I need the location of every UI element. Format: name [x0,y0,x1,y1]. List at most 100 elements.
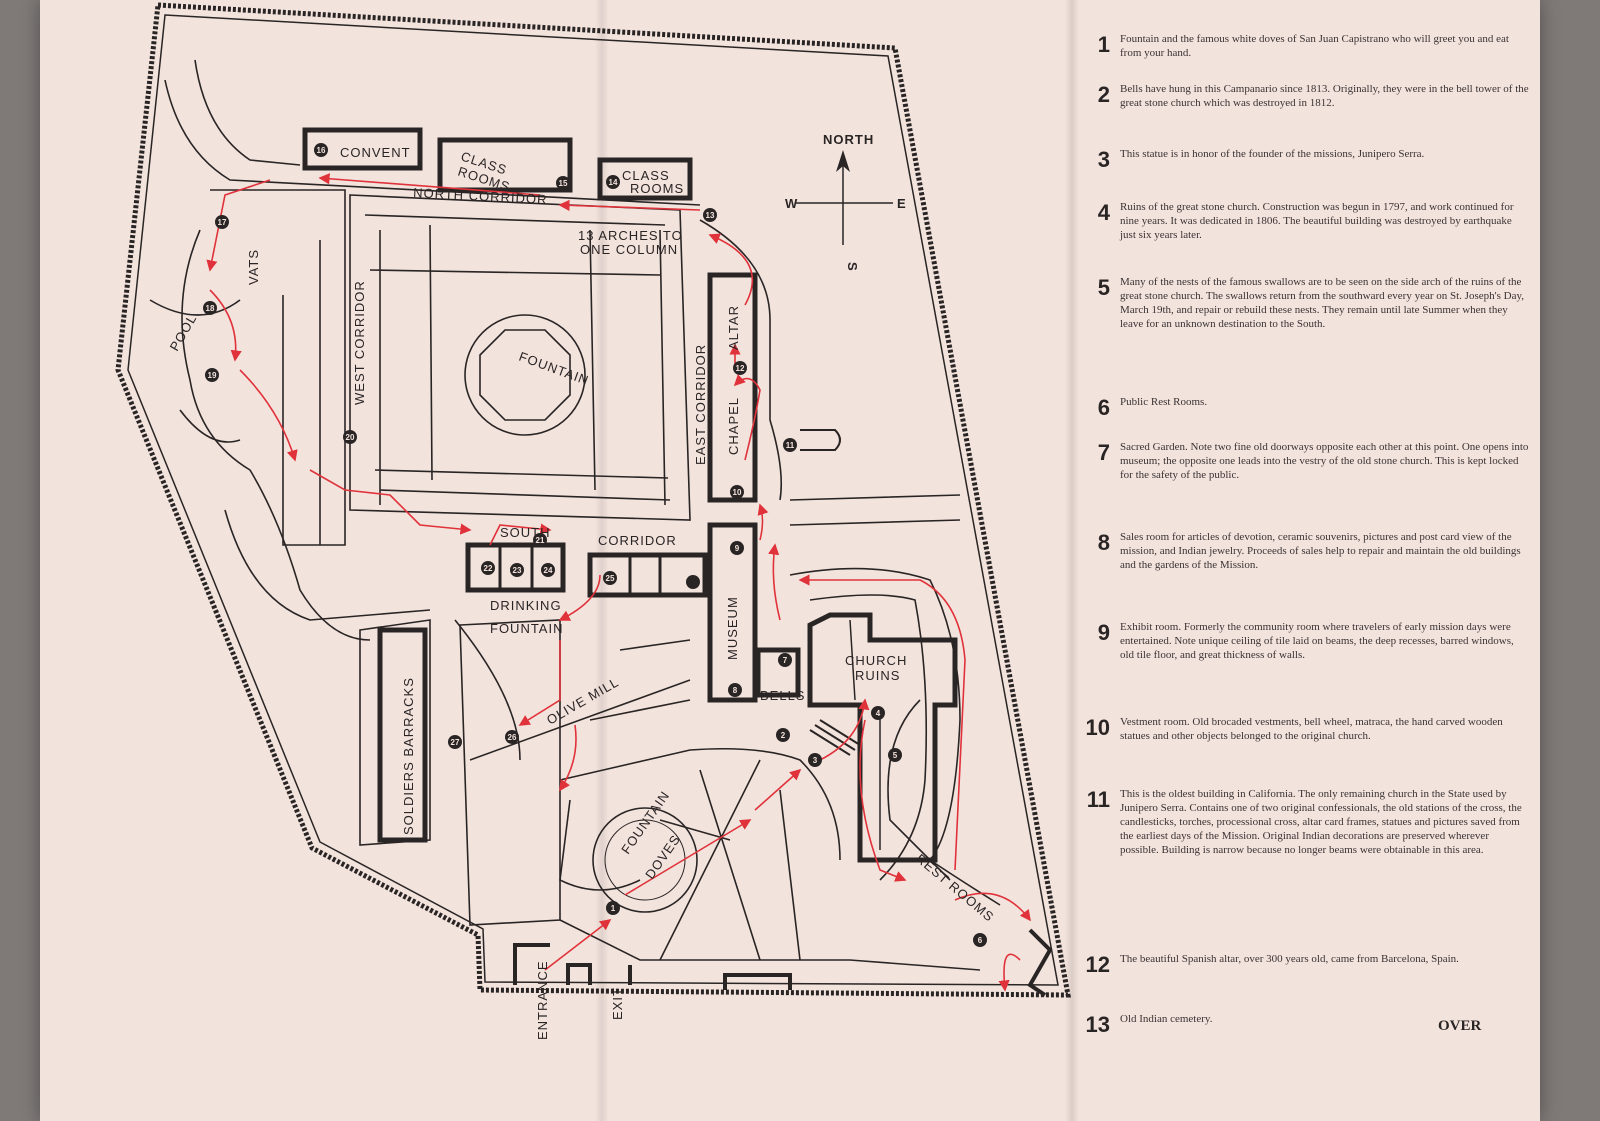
marker-4: 4 [871,706,885,720]
svg-text:22: 22 [484,564,493,573]
legend-entry: 13 Old Indian cemetery. [1070,1012,1540,1038]
label-arches-1: 13 ARCHES TO [578,228,683,243]
svg-text:26: 26 [508,733,517,742]
church-ruins-building [807,612,958,863]
label-class-rooms-2: CLASS [622,168,670,183]
gates [513,928,1053,997]
legend-text: Fountain and the famous white doves of S… [1120,33,1509,59]
legend-entry: 1 Fountain and the famous white doves of… [1070,32,1540,60]
legend-entry: 10 Vestment room. Old brocaded vestments… [1070,715,1540,743]
legend-text: Sales room for articles of devotion, cer… [1120,531,1521,571]
svg-text:13: 13 [706,211,715,220]
buildings [302,127,801,843]
svg-text:11: 11 [786,441,795,450]
svg-text:9: 9 [735,544,740,553]
fountain-doves-circle [592,807,698,913]
marker-19: 19 [205,368,219,382]
svg-text:18: 18 [206,304,215,313]
marker-10: 10 [730,485,744,499]
marker-6: 6 [973,933,987,947]
church-ruins-inner [849,619,881,850]
label-west-corridor: WEST CORRIDOR [352,280,367,405]
legend-text: Exhibit room. Formerly the community roo… [1120,621,1514,661]
svg-text:3: 3 [813,756,818,765]
svg-text:2: 2 [781,731,786,740]
legend-entry: 2 Bells have hung in this Campanario sin… [1070,82,1540,110]
svg-text:8: 8 [733,686,738,695]
legend-entry: 4 Ruins of the great stone church. Const… [1070,200,1540,242]
fold-line-right [1065,0,1079,1121]
label-pool: POOL [167,311,200,353]
boundary-wall-inner [127,14,1059,986]
legend-entry: 6 Public Rest Rooms. [1070,395,1540,421]
svg-text:20: 20 [346,433,355,442]
label-arches-2: ONE COLUMN [580,242,678,257]
marker-24: 24 [541,563,555,577]
marker-26: 26 [505,730,519,744]
marker-20: 20 [343,430,357,444]
svg-text:5: 5 [893,751,898,760]
label-church-ruins-2: RUINS [855,668,900,683]
marker-16: 16 [314,143,328,157]
legend-text: This statue is in honor of the founder o… [1120,148,1425,160]
legend-entry: 11 This is the oldest building in Califo… [1070,787,1540,857]
marker-18: 18 [203,301,217,315]
legend-text: Vestment room. Old brocaded vestments, b… [1120,716,1503,742]
label-church-ruins-1: CHURCH [845,653,907,668]
central-fountain [464,314,586,436]
marker-17: 17 [215,215,229,229]
marker-14: 14 [606,175,620,189]
label-bells: BELLS [760,688,805,703]
marker-1: 1 [606,901,620,915]
legend-entry: 3 This statue is in honor of the founder… [1070,147,1540,173]
svg-text:15: 15 [559,179,568,188]
legend-number: 6 [1097,395,1110,420]
marker-7: 7 [778,653,792,667]
legend-entry: 7 Sacred Garden. Note two fine old doorw… [1070,440,1540,482]
map-labels: CONVENT CLASS ROOMS CLASS ROOMS NORTH CO… [167,145,998,1040]
paths [149,59,1001,971]
marker-5: 5 [888,748,902,762]
marker-15: 15 [556,176,570,190]
legend-number: 2 [1097,82,1110,107]
mission-map: CONVENT CLASS ROOMS CLASS ROOMS NORTH CO… [115,2,1072,1040]
legend-number: 3 [1097,147,1110,172]
svg-text:24: 24 [544,566,553,575]
svg-text:25: 25 [606,574,615,583]
fold-line-left [595,0,609,1121]
svg-text:7: 7 [783,656,788,665]
svg-text:17: 17 [218,218,227,227]
legend-text: Ruins of the great stone church. Constru… [1120,201,1514,241]
label-convent: CONVENT [340,145,411,160]
svg-text:19: 19 [208,371,217,380]
label-vats: VATS [246,249,261,285]
building-dividers [498,545,662,595]
label-soldiers-barracks: SOLDIERS BARRACKS [401,677,416,835]
svg-text:10: 10 [733,488,742,497]
compass-south: S [845,262,860,272]
legend-text: Many of the nests of the famous swallows… [1120,276,1524,330]
label-entrance: ENTRANCE [535,960,550,1040]
label-east-corridor: EAST CORRIDOR [693,344,708,465]
compass-east: E [897,196,907,211]
label-corridor: CORRIDOR [598,533,677,548]
marker-12: 12 [733,361,747,375]
legend-entry: 9 Exhibit room. Formerly the community r… [1070,620,1540,662]
legend-number: 5 [1097,275,1110,300]
marker-2: 2 [776,728,790,742]
label-north-corridor: NORTH CORRIDOR [413,185,548,207]
marker-21: 21 [533,533,547,547]
numbered-markers: 1 2 3 4 5 6 7 8 9 10 11 12 13 14 15 16 1… [203,143,987,947]
svg-text:6: 6 [978,936,983,945]
legend-text: Public Rest Rooms. [1120,396,1208,408]
legend-number: 13 [1085,1012,1110,1037]
svg-text:1: 1 [611,904,616,913]
legend-number: 4 [1097,200,1110,225]
label-altar: ALTAR [726,305,741,350]
marker-13: 13 [703,208,717,222]
legend-number: 1 [1097,32,1110,57]
svg-text:16: 16 [317,146,326,155]
svg-text:14: 14 [609,178,618,187]
svg-text:27: 27 [451,738,460,747]
legend-panel: 1 Fountain and the famous white doves of… [1070,22,1540,1102]
